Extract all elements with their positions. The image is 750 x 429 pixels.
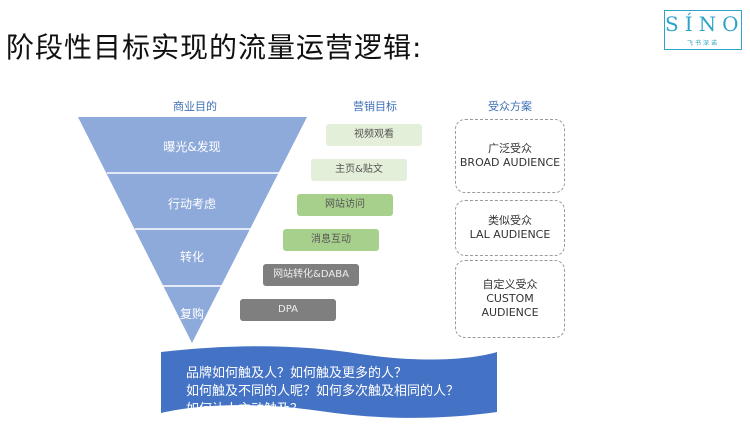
funnel-stage-repurchase: 复购 — [179, 307, 204, 321]
logo-wordmark: SÍNO — [665, 12, 745, 36]
audience-lal-cn: 类似受众 — [488, 214, 532, 227]
header-business-goal: 商业目的 — [173, 100, 217, 113]
goal-dpa: DPA — [240, 299, 336, 321]
funnel-stage-exposure: 曝光&发现 — [163, 140, 221, 154]
audience-lal-en: LAL AUDIENCE — [469, 228, 551, 241]
audience-custom-cn: 自定义受众 — [482, 278, 538, 291]
sino-logo: SÍNO 飞书深诺 — [664, 10, 742, 50]
audience-custom: 自定义受众 CUSTOM AUDIENCE — [455, 260, 565, 338]
goal-video-views: 视频观看 — [326, 124, 422, 146]
audience-broad-en: BROAD AUDIENCE — [459, 156, 561, 169]
header-audience-plan: 受众方案 — [488, 100, 532, 113]
funnel-stage-conversion: 转化 — [179, 250, 204, 264]
audience-lal: 类似受众 LAL AUDIENCE — [455, 200, 565, 256]
goal-website-visits: 网站访问 — [297, 194, 393, 216]
goal-page-posts: 主页&贴文 — [311, 159, 407, 181]
question-line-1: 品牌如何触及人？如何触及更多的人？ — [186, 366, 408, 381]
question-line-3: 如何让人主动触及？ — [186, 402, 304, 417]
header-marketing-goal: 营销目标 — [353, 100, 397, 113]
audience-custom-en: CUSTOM AUDIENCE — [481, 292, 539, 319]
audience-broad: 广泛受众 BROAD AUDIENCE — [455, 119, 565, 193]
banner-shape — [161, 346, 497, 418]
question-line-2: 如何触及不同的人呢？如何多次触及相同的人？ — [186, 384, 460, 399]
goal-website-conversion: 网站转化&DABA — [263, 264, 359, 286]
funnel-stage-consideration: 行动考虑 — [167, 197, 216, 211]
audience-broad-cn: 广泛受众 — [488, 142, 532, 155]
logo-subtitle: 飞书深诺 — [686, 40, 719, 47]
page-title: 阶段性目标实现的流量运营逻辑: — [6, 31, 423, 64]
goal-message-engagement: 消息互动 — [283, 229, 379, 251]
